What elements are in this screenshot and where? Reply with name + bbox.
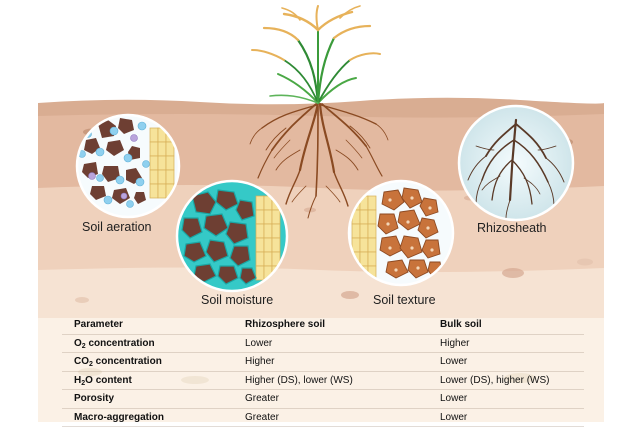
soil-aggregates [181,189,257,285]
rhizosphere-cell: Higher [245,356,275,368]
soil-particle [577,258,593,266]
soil-aeration-inset [75,113,181,219]
table-header-row: Parameter Rhizosphere soil Bulk soil [62,316,584,335]
bulk-cell: Lower [440,393,468,405]
table-row: H2O content Higher (DS), lower (WS) Lowe… [62,372,584,391]
table-row: Porosity Greater Lower [62,390,584,409]
header-parameter: Parameter [74,319,123,330]
seed-head [251,5,381,61]
parameter-cell: H2O content [74,374,132,387]
label-soil-aeration: Soil aeration [82,220,152,234]
rhizosheath-inset [457,104,575,222]
bulk-cell: Higher [440,338,470,349]
rhizosphere-cell: Greater [245,393,279,405]
soil-moisture-inset [175,179,289,293]
soil-particle [502,268,524,278]
rhizosphere-cell: Higher (DS), lower (WS) [245,374,353,386]
header-bulk-soil: Bulk soil [440,319,482,330]
root-cells [255,195,281,281]
header-rhizosphere-soil: Rhizosphere soil [245,319,326,330]
parameter-cell: Porosity [74,393,115,405]
soil-particle [75,297,89,303]
bulk-cell: Lower [440,411,468,423]
parameter-cell: O2 concentration [74,338,155,350]
table-row: Macro-aggregation Greater Lower [62,409,584,427]
parameter-cell: Macro-aggregation [74,411,165,423]
bulk-cell: Lower (DS), higher (WS) [440,374,550,386]
table-row: O2 concentration Lower Higher [62,335,584,354]
soil-texture-inset [347,179,455,287]
plant-shoot [269,29,357,105]
rhizosphere-cell: Greater [245,411,279,423]
plant-root-system [249,101,389,219]
soil-particle [78,368,102,376]
soil-particle [504,373,536,383]
rhizosphere-cell: Lower [245,338,273,349]
label-soil-texture: Soil texture [373,293,436,307]
bulk-cell: Lower [440,356,468,368]
table-row: CO2 concentration Higher Lower [62,353,584,372]
label-soil-moisture: Soil moisture [201,293,274,307]
comparison-table: Parameter Rhizosphere soil Bulk soil O2 … [62,316,584,427]
table-background [38,318,604,422]
soil-particle [341,291,359,299]
label-rhizosheath: Rhizosheath [477,221,547,235]
soil-layer-low [38,267,604,318]
soil-particle [181,376,209,384]
parameter-cell: CO2 concentration [74,356,162,369]
